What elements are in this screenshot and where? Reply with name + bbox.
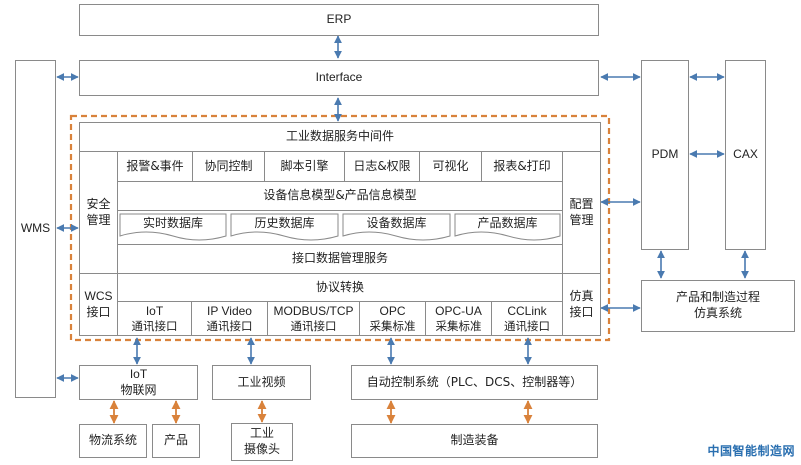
module-collab: 协同控制 (193, 152, 265, 181)
erp-box: ERP (79, 4, 599, 36)
protocol-conversion: 协议转换 (118, 274, 562, 302)
protocol-opc-sub: 采集标准 (369, 318, 416, 333)
industrial-video-box: 工业视频 (212, 365, 311, 400)
protocol-modbus-name: MODBUS/TCP (273, 303, 354, 318)
module-log: 日志&权限 (345, 152, 420, 181)
wcs-line2: 接口 (86, 304, 111, 319)
config-line2: 管理 (569, 212, 594, 227)
camera-box: 工业 摄像头 (231, 423, 293, 461)
automation-label: 自动控制系统（PLC、DCS、控制器等） (366, 374, 583, 389)
manufacturing-box: 制造装备 (351, 424, 598, 458)
protocol-modbus-sub: 通讯接口 (290, 318, 337, 333)
simulation-system-line1: 产品和制造过程 (675, 290, 760, 305)
db-realtime: 实时数据库 (120, 213, 226, 235)
module-script-label: 脚本引擎 (280, 158, 329, 173)
interface-box: Interface (79, 60, 599, 96)
security-management: 安全 管理 (80, 152, 118, 274)
wcs-interface: WCS 接口 (80, 274, 118, 335)
database-row-shapes (119, 213, 561, 241)
erp-label: ERP (326, 12, 352, 27)
security-line1: 安全 (86, 196, 111, 211)
manufacturing-label: 制造装备 (450, 433, 499, 448)
protocol-ipvideo-sub: 通讯接口 (206, 318, 253, 333)
interface-label: Interface (315, 70, 363, 85)
db-device-label: 设备数据库 (366, 216, 427, 231)
interface-data-service: 接口数据管理服务 (118, 244, 562, 274)
wms-box: WMS (15, 60, 56, 398)
info-model: 设备信息模型&产品信息模型 (118, 182, 562, 211)
interface-data-service-label: 接口数据管理服务 (291, 251, 388, 266)
simulation-system-line2: 仿真系统 (693, 306, 742, 320)
config-line1: 配置 (569, 196, 594, 211)
simulation-system-box: 产品和制造过程 仿真系统 (641, 280, 795, 332)
sim-interface: 仿真 接口 (562, 274, 600, 335)
pdm-box: PDM (641, 60, 689, 250)
db-realtime-label: 实时数据库 (142, 216, 203, 231)
db-device: 设备数据库 (343, 213, 450, 235)
cax-label: CAX (733, 147, 758, 162)
module-log-label: 日志&权限 (353, 158, 411, 173)
watermark: 中国智能制造网 (707, 444, 795, 458)
protocol-conversion-label: 协议转换 (315, 279, 364, 294)
cax-box: CAX (725, 60, 766, 250)
product-box: 产品 (152, 424, 200, 458)
middleware-title: 工业数据服务中间件 (80, 123, 600, 152)
automation-box: 自动控制系统（PLC、DCS、控制器等） (351, 365, 598, 400)
wms-label: WMS (20, 221, 51, 236)
protocol-cclink-name: CCLink (507, 303, 547, 318)
db-history-label: 历史数据库 (254, 216, 315, 231)
iot-box: IoT 物联网 (79, 365, 198, 400)
security-line2: 管理 (86, 212, 111, 227)
db-history: 历史数据库 (231, 213, 338, 235)
module-visual: 可视化 (420, 152, 482, 181)
protocol-ipvideo-name: IP Video (207, 303, 252, 318)
module-collab-label: 协同控制 (204, 158, 253, 173)
protocol-opcua-name: OPC-UA (435, 303, 482, 318)
sim-interface-line1: 仿真 (569, 288, 594, 303)
protocol-iot-name: IoT (145, 303, 164, 318)
iot-line2: 物联网 (120, 382, 157, 397)
modules-row: 报警&事件 协同控制 脚本引擎 日志&权限 可视化 报表&打印 (118, 152, 562, 182)
camera-line1: 工业 (249, 426, 274, 441)
logistics-label: 物流系统 (88, 433, 137, 448)
module-visual-label: 可视化 (432, 158, 469, 173)
camera-line2: 摄像头 (243, 442, 280, 456)
protocol-opc-name: OPC (379, 303, 406, 318)
module-script: 脚本引擎 (265, 152, 345, 181)
pdm-label: PDM (651, 147, 679, 162)
info-model-label: 设备信息模型&产品信息模型 (263, 188, 417, 203)
industrial-video-label: 工业视频 (237, 374, 286, 389)
module-report-label: 报表&打印 (493, 158, 551, 173)
middleware-box: 工业数据服务中间件 安全 管理 配置 管理 报警&事件 协同控制 脚本引擎 日志… (79, 122, 601, 336)
protocol-opcua-sub: 采集标准 (435, 318, 482, 333)
sim-interface-line2: 接口 (569, 304, 594, 319)
db-product: 产品数据库 (455, 213, 560, 235)
product-label: 产品 (163, 433, 188, 448)
logistics-box: 物流系统 (79, 424, 147, 458)
middleware-title-text: 工业数据服务中间件 (285, 129, 394, 144)
module-alarm: 报警&事件 (118, 152, 193, 181)
protocol-iot-sub: 通讯接口 (131, 318, 178, 333)
config-management: 配置 管理 (562, 152, 600, 274)
wcs-line1: WCS (84, 288, 113, 303)
module-alarm-label: 报警&事件 (126, 158, 184, 173)
iot-line1: IoT (129, 366, 148, 381)
module-report: 报表&打印 (482, 152, 562, 181)
db-product-label: 产品数据库 (477, 216, 538, 231)
protocol-cclink-sub: 通讯接口 (504, 318, 550, 333)
